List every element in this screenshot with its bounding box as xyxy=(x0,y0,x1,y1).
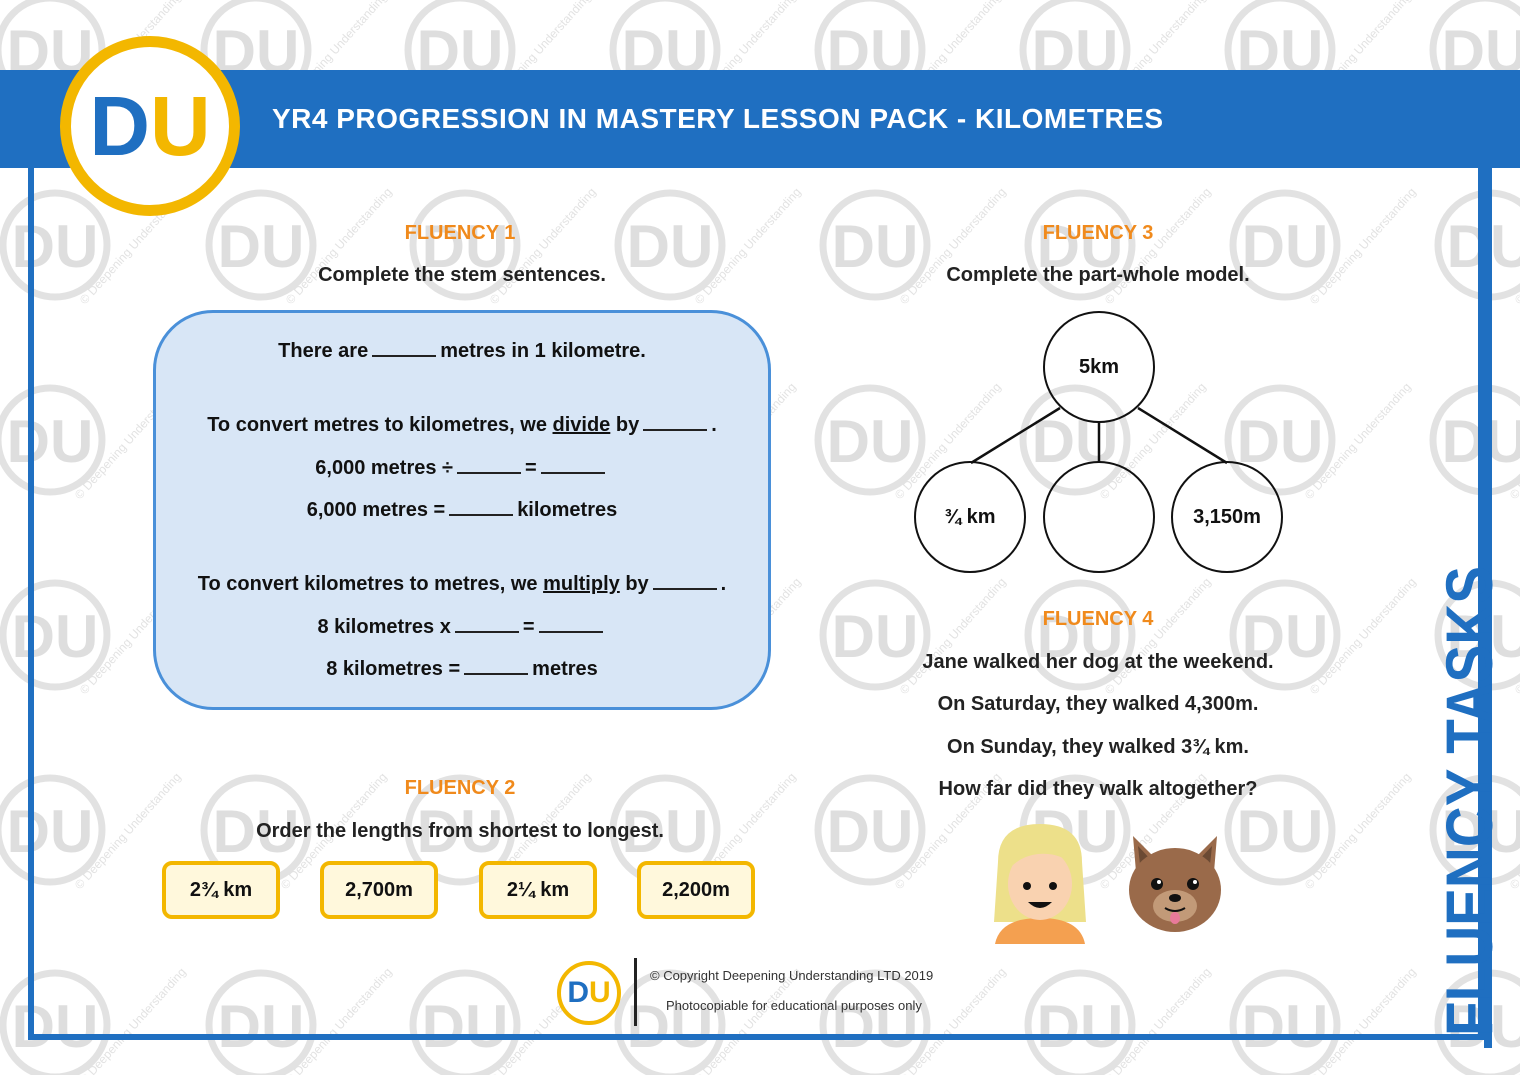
answer-blank[interactable] xyxy=(457,456,522,474)
svg-text:© Deepening Understanding: © Deepening Understanding xyxy=(1512,965,1520,1075)
answer-blank[interactable] xyxy=(464,657,529,675)
svg-text:© Deepening Understanding: © Deepening Understanding xyxy=(1507,380,1520,502)
svg-text:© Deepening Understanding: © Deepening Understanding xyxy=(1512,575,1520,697)
stem-line-4: 6,000 metres =kilometres xyxy=(306,498,618,521)
du-logo-text: DU xyxy=(89,78,211,173)
fluency4-heading: FLUENCY 4 xyxy=(1042,608,1154,630)
answer-blank[interactable] xyxy=(538,615,603,633)
part-whole-connectors xyxy=(970,406,1228,465)
length-card[interactable]: 2¾ km xyxy=(162,861,280,919)
answer-blank[interactable] xyxy=(449,498,514,516)
whole-circle: 5km xyxy=(1043,311,1155,423)
fluency-tasks-label: FLUENCY TASKS xyxy=(1432,566,1500,1036)
answer-blank[interactable] xyxy=(372,339,437,357)
fluency1-heading: FLUENCY 1 xyxy=(404,222,516,244)
stem-line-3: 6,000 metres ÷= xyxy=(153,456,771,480)
fluency4-line: Jane walked her dog at the weekend. xyxy=(922,651,1274,673)
part-circle-empty[interactable] xyxy=(1043,461,1155,573)
fluency-tasks-text: FLUENCY TASKS xyxy=(1432,566,1500,1036)
page-frame xyxy=(28,160,1484,1040)
fluency4-line: On Saturday, they walked 4,300m. xyxy=(937,693,1259,715)
dog-illustration xyxy=(1129,836,1221,932)
answer-blank[interactable] xyxy=(454,615,519,633)
answer-blank[interactable] xyxy=(540,456,605,474)
length-card[interactable]: 2,700m xyxy=(320,861,438,919)
fluency4-line: How far did they walk altogether? xyxy=(938,778,1258,800)
header-bar xyxy=(0,70,1520,168)
side-strip xyxy=(1484,160,1492,1048)
page-title: YR4 PROGRESSION IN MASTERY LESSON PACK -… xyxy=(272,103,1164,134)
fluency1-instruction: Complete the stem sentences. xyxy=(318,264,606,286)
fluency4-line: On Sunday, they walked 3¾ km. xyxy=(947,736,1249,758)
stem-sentence-box xyxy=(153,310,771,710)
svg-text:© Deepening Understanding: © Deepening Understanding xyxy=(1507,770,1520,892)
answer-blank[interactable] xyxy=(643,413,708,431)
girl-illustration xyxy=(994,824,1086,944)
length-card[interactable]: 2,200m xyxy=(637,861,755,919)
fluency2-heading: FLUENCY 2 xyxy=(404,777,516,799)
svg-text:© Deepening Understanding: © Deepening Understanding xyxy=(1512,185,1520,307)
answer-blank[interactable] xyxy=(652,572,717,590)
copyright-text: © Copyright Deepening Understanding LTD … xyxy=(650,968,934,983)
length-card[interactable]: 2¼ km xyxy=(479,861,597,919)
stem-line-7: 8 kilometres =metres xyxy=(326,657,598,680)
footer-divider xyxy=(634,958,637,1026)
fluency2-instruction: Order the lengths from shortest to longe… xyxy=(256,820,664,842)
fluency3-heading: FLUENCY 3 xyxy=(1042,222,1154,244)
footer-du-logo: DU xyxy=(557,961,621,1025)
part-circle: 3,150m xyxy=(1171,461,1283,573)
fluency3-instruction: Complete the part-whole model. xyxy=(946,264,1250,286)
stem-line-6: 8 kilometres x= xyxy=(153,615,771,639)
stem-line-2: To convert metres to kilometres, we divi… xyxy=(207,413,717,436)
photocopiable-note: Photocopiable for educational purposes o… xyxy=(666,998,922,1013)
part-circle: ¾ km xyxy=(914,461,1026,573)
du-logo: DU xyxy=(60,36,240,216)
stem-line-5: To convert kilometres to metres, we mult… xyxy=(197,572,727,595)
